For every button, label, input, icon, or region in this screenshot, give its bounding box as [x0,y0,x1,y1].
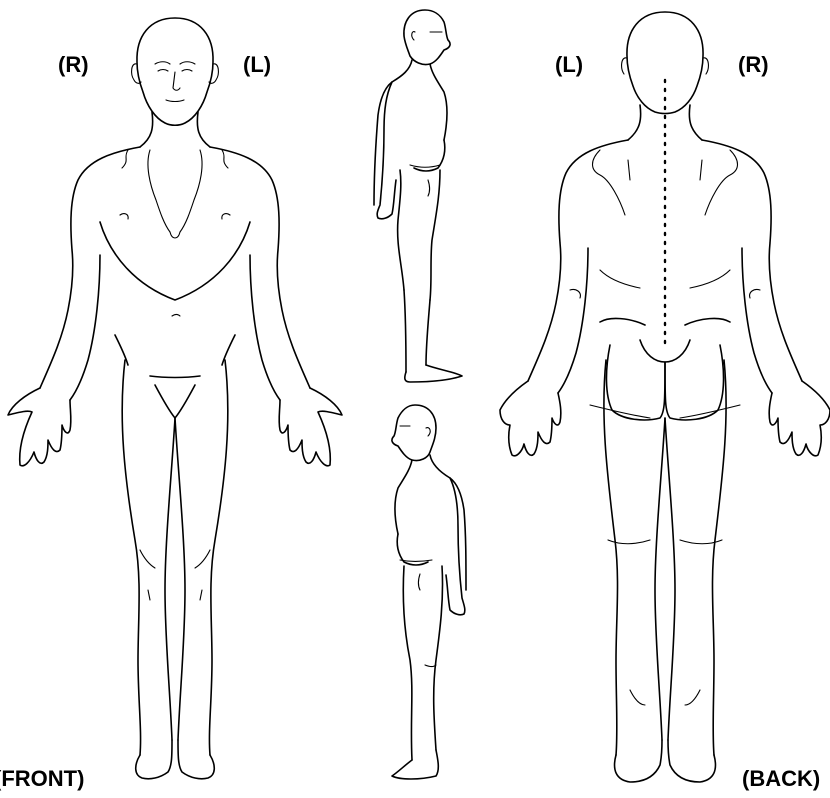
right-side-view-figure [374,10,462,382]
back-view-figure [500,12,830,782]
left-side-view-figure [392,405,466,779]
front-view-figure [8,18,342,779]
